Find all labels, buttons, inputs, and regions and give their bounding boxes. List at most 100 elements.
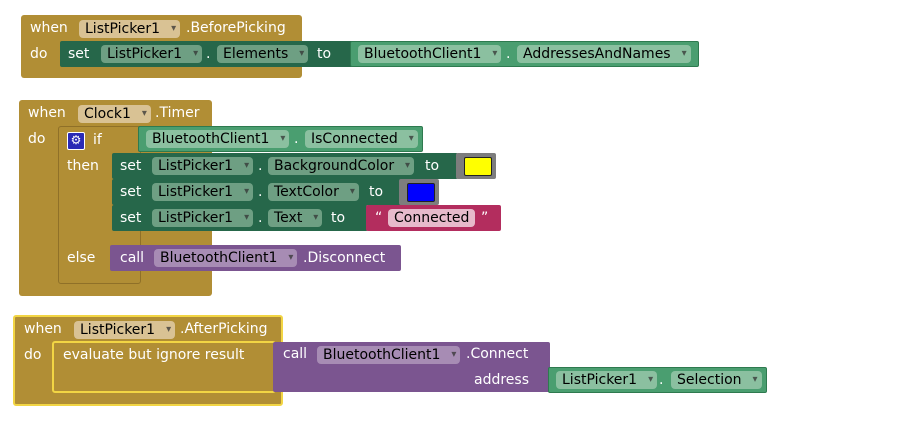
dot-separator: . bbox=[258, 184, 263, 200]
row1-component-dropdown[interactable]: ListPicker1▾ bbox=[152, 157, 254, 175]
row1-property-dropdown[interactable]: BackgroundColor ▾ bbox=[268, 157, 415, 175]
chevron-down-icon: ▾ bbox=[408, 133, 414, 144]
do-label: do bbox=[28, 131, 46, 147]
row2-component-dropdown[interactable]: ListPicker1 ▾ bbox=[152, 183, 254, 201]
event-name: .Timer bbox=[155, 105, 200, 121]
get-selection-block[interactable]: ListPicker1 ▾ . Selection▾ bbox=[548, 367, 767, 393]
set-label: set bbox=[120, 184, 142, 200]
chevron-down-icon: ▾ bbox=[405, 160, 411, 171]
component-name: Clock1 bbox=[84, 106, 131, 122]
source-property-dropdown[interactable]: AddressesAndNames ▾ bbox=[517, 45, 691, 63]
chevron-down-icon: ▾ bbox=[141, 108, 147, 119]
call-component-name: BluetoothClient1 bbox=[160, 250, 278, 266]
chevron-down-icon: ▾ bbox=[193, 48, 199, 59]
when-label: when bbox=[28, 105, 66, 121]
row3-property-name: Text bbox=[274, 210, 303, 226]
evaluate-ignore-block[interactable]: evaluate but ignore result bbox=[52, 341, 276, 393]
arg-property-dropdown[interactable]: Selection▾ bbox=[671, 371, 762, 389]
dot-separator: . bbox=[206, 46, 211, 62]
property-name: Elements bbox=[223, 46, 289, 62]
chevron-down-icon: ▾ bbox=[492, 48, 498, 59]
row2-component-name: ListPicker1 bbox=[158, 184, 234, 200]
call-label: call bbox=[283, 346, 308, 362]
gear-icon[interactable]: ⚙ bbox=[67, 132, 85, 150]
source-property-name: AddressesAndNames bbox=[523, 46, 671, 62]
dot-separator: . bbox=[258, 210, 263, 226]
chevron-down-icon: ▾ bbox=[280, 133, 286, 144]
row3-property-dropdown[interactable]: Text ▾ bbox=[268, 209, 323, 227]
color-swatch-blue[interactable] bbox=[407, 183, 435, 202]
chevron-down-icon: ▾ bbox=[244, 186, 250, 197]
dot-separator: . bbox=[506, 46, 511, 62]
then-label: then bbox=[67, 158, 99, 174]
when-label: when bbox=[24, 321, 62, 337]
call-connect-block[interactable]: call BluetoothClient1▾ .Connect address bbox=[273, 342, 550, 392]
chevron-down-icon: ▾ bbox=[349, 186, 355, 197]
close-quote: ” bbox=[481, 210, 489, 226]
dot-separator: . bbox=[294, 131, 299, 147]
else-label: else bbox=[67, 250, 96, 266]
set-label: set bbox=[120, 210, 142, 226]
source-component-dropdown[interactable]: BluetoothClient1 ▾ bbox=[358, 45, 502, 63]
call-label: call bbox=[120, 250, 145, 266]
get-isconnected-block[interactable]: BluetoothClient1 ▾ . IsConnected ▾ bbox=[138, 126, 423, 152]
property-dropdown[interactable]: Elements ▾ bbox=[217, 45, 309, 63]
do-label: do bbox=[24, 347, 42, 363]
color-blue-block[interactable] bbox=[399, 179, 439, 205]
call-method-name: .Disconnect bbox=[303, 250, 386, 266]
chevron-down-icon: ▾ bbox=[288, 252, 294, 263]
text-string-block[interactable]: “ Connected ” bbox=[366, 205, 501, 231]
arg-component-name: ListPicker1 bbox=[562, 372, 638, 388]
to-label: to bbox=[317, 46, 332, 62]
address-label: address bbox=[474, 372, 530, 388]
component-name: ListPicker1 bbox=[80, 322, 156, 338]
when-label: when bbox=[30, 20, 68, 36]
row2-property-dropdown[interactable]: TextColor ▾ bbox=[268, 183, 359, 201]
row3-component-name: ListPicker1 bbox=[158, 210, 234, 226]
event-name: .AfterPicking bbox=[180, 321, 268, 337]
dot-separator: . bbox=[258, 158, 263, 174]
row1-property-name: BackgroundColor bbox=[274, 158, 395, 174]
call-component-dropdown[interactable]: BluetoothClient1 ▾ bbox=[154, 249, 298, 267]
cond-property-name: IsConnected bbox=[311, 131, 398, 147]
cond-component-dropdown[interactable]: BluetoothClient1 ▾ bbox=[146, 130, 290, 148]
chevron-down-icon: ▾ bbox=[166, 324, 172, 335]
source-component-name: BluetoothClient1 bbox=[364, 46, 482, 62]
row3-component-dropdown[interactable]: ListPicker1 ▾ bbox=[152, 209, 254, 227]
target-component-dropdown[interactable]: ListPicker1 ▾ bbox=[101, 45, 203, 63]
set-label: set bbox=[68, 46, 90, 62]
target-component-name: ListPicker1 bbox=[107, 46, 183, 62]
component-dropdown[interactable]: ListPicker1 ▾ bbox=[74, 321, 176, 339]
to-label: to bbox=[425, 158, 440, 174]
open-quote: “ bbox=[375, 210, 383, 226]
chevron-down-icon: ▾ bbox=[299, 48, 305, 59]
call-component-dropdown[interactable]: BluetoothClient1 ▾ bbox=[317, 346, 461, 364]
text-value-field[interactable]: Connected bbox=[388, 209, 476, 227]
evaluate-label: evaluate but ignore result bbox=[63, 347, 245, 363]
component-dropdown[interactable]: ListPicker1▾ bbox=[79, 20, 181, 38]
set-elements-block[interactable]: set ListPicker1 ▾ . Elements ▾ to bbox=[60, 41, 353, 67]
set-text-block[interactable]: set ListPicker1▾ . Text▾ to bbox=[112, 205, 368, 231]
call-component-name: BluetoothClient1 bbox=[323, 347, 441, 363]
chevron-down-icon: ▾ bbox=[451, 349, 457, 360]
chevron-down-icon: ▾ bbox=[681, 48, 687, 59]
arg-component-dropdown[interactable]: ListPicker1 ▾ bbox=[556, 371, 658, 389]
color-swatch-yellow[interactable] bbox=[464, 157, 492, 176]
do-label: do bbox=[30, 46, 48, 62]
set-backgroundcolor-block[interactable]: set ListPicker1▾ . BackgroundColor▾ to bbox=[112, 153, 458, 179]
call-disconnect-block[interactable]: call BluetoothClient1 ▾ .Disconnect bbox=[110, 245, 401, 271]
cond-property-dropdown[interactable]: IsConnected ▾ bbox=[305, 130, 418, 148]
cond-component-name: BluetoothClient1 bbox=[152, 131, 270, 147]
chevron-down-icon: ▾ bbox=[752, 374, 758, 385]
set-textcolor-block[interactable]: set ListPicker1▾ . TextColor▾ to bbox=[112, 179, 402, 205]
component-name: ListPicker1 bbox=[85, 21, 161, 37]
row2-property-name: TextColor bbox=[274, 184, 339, 200]
chevron-down-icon: ▾ bbox=[244, 212, 250, 223]
get-addressesandnames-block[interactable]: BluetoothClient1 ▾ . AddressesAndNames ▾ bbox=[350, 41, 699, 67]
dot-separator: . bbox=[659, 372, 664, 388]
chevron-down-icon: ▾ bbox=[648, 374, 654, 385]
component-dropdown[interactable]: Clock1 ▾ bbox=[78, 105, 151, 123]
chevron-down-icon: ▾ bbox=[313, 212, 319, 223]
row1-component-name: ListPicker1 bbox=[158, 158, 234, 174]
color-yellow-block[interactable] bbox=[456, 153, 496, 179]
